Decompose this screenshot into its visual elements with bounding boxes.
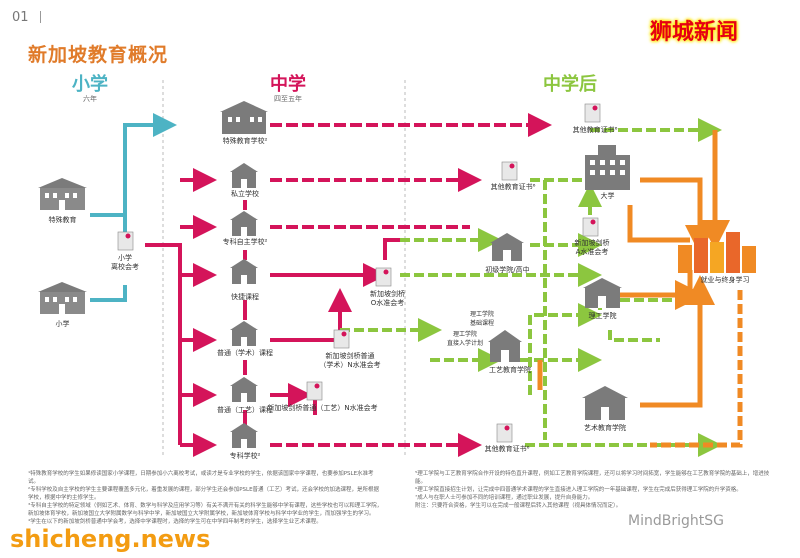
wechat-watermark: MindBrightSG bbox=[628, 513, 724, 529]
brand-logo: 狮城新闻 bbox=[650, 20, 739, 45]
label-poly-direct: 理工学院 直接入学计划 bbox=[446, 331, 483, 347]
footnote: ⁶理工学院直接招生计划，让完成中四普通学术课程的学生直接进入理工学院的一年基础课… bbox=[415, 487, 742, 493]
certificate-icons bbox=[117, 103, 601, 443]
label-special-school: 特殊教育学校² bbox=[222, 137, 268, 145]
arts-institution-building-icon bbox=[582, 386, 628, 420]
normal-academic-building-icon bbox=[230, 321, 258, 346]
label-polytechnic: 理工学院 bbox=[588, 312, 617, 320]
label-n-t-level: 新加坡剑桥普通（工艺）N水准会考 bbox=[267, 404, 378, 412]
label-psle: 小学 离校会考 bbox=[111, 254, 139, 271]
o-level-certificate-icon bbox=[375, 267, 392, 287]
private-school-building-icon bbox=[230, 163, 258, 188]
label-employment: 就业与终身学习 bbox=[700, 276, 750, 284]
label-other-cert-bottom: 其他教育证书⁶ bbox=[484, 445, 530, 453]
section-secondary: 中学 bbox=[270, 74, 306, 95]
label-express: 快捷课程 bbox=[231, 293, 259, 301]
junior-college-building-icon bbox=[490, 233, 524, 261]
label-normal-technical: 普通（工艺）课程 bbox=[217, 406, 273, 414]
secondary-flow-arrows bbox=[145, 113, 552, 457]
special-school-building-icon bbox=[220, 101, 268, 134]
footnotes-right: ⁵理工学院与工艺教育学院合作开设的特色直升课程，例如工艺教育学院课程，还可以将学… bbox=[415, 470, 775, 510]
label-normal-academic: 普通（学术）课程 bbox=[217, 349, 273, 357]
psle-certificate-icon bbox=[117, 231, 134, 251]
section-primary: 小学 bbox=[72, 74, 108, 95]
ite-building-icon bbox=[488, 330, 522, 362]
specialised-independent-building-icon bbox=[230, 211, 258, 236]
label-a-level: 新加坡剑桥 A水准会考 bbox=[574, 239, 610, 256]
footnote: ¹特殊教育学校的学生如果修读国家小学课程，日期参加小六离校考试，或读才是专业学校… bbox=[28, 471, 374, 485]
building-icons bbox=[38, 101, 630, 448]
label-other-cert-mid: 其他教育证书⁶ bbox=[490, 183, 536, 191]
normal-technical-building-icon bbox=[230, 377, 258, 402]
primary-flow-arrows bbox=[90, 113, 177, 302]
footnote: ⁷成人与在职人士可参加不同的培训课程，通过职业发展，提升自身能力。 bbox=[415, 495, 594, 501]
label-private-school: 私立学校 bbox=[231, 190, 259, 198]
university-building-icon bbox=[585, 145, 630, 190]
label-other-cert-top: 其他教育证书⁶ bbox=[572, 126, 618, 134]
footnote: ²专科学校及自主学校的学生主要课程覆盖多元化，着重发展的课程，部分学生还会参加P… bbox=[28, 487, 380, 501]
footnote: ³专科自主学校的特定领域（例如艺术、体育、数学与科学及应用学习等）有关不满开有关… bbox=[28, 503, 383, 517]
page-number: 01 bbox=[12, 10, 29, 25]
nt-level-certificate-icon bbox=[306, 381, 323, 401]
special-ed-building-icon bbox=[38, 178, 87, 210]
specialised-school-building-icon bbox=[230, 423, 258, 448]
section-secondary-duration: 四至五年 bbox=[274, 95, 302, 103]
express-building-icon bbox=[230, 259, 258, 284]
footnotes-left: ¹特殊教育学校的学生如果修读国家小学课程，日期参加小六离校考试，或读才是专业学校… bbox=[28, 470, 383, 526]
label-primary-school: 小学 bbox=[55, 320, 70, 328]
label-o-level: 新加坡剑桥 O水准会考 bbox=[370, 290, 405, 307]
page-divider bbox=[40, 11, 41, 23]
label-specialised-school: 专科学校² bbox=[229, 452, 261, 460]
label-ite: 工艺教育学院 bbox=[489, 366, 531, 374]
section-primary-duration: 六年 bbox=[83, 95, 97, 103]
label-poly-foundation: 理工学院 基础课程 bbox=[469, 311, 494, 327]
employment-city-icon bbox=[678, 232, 756, 273]
other-cert-bottom-icon bbox=[496, 423, 513, 443]
label-junior-college: 初级学院/高中 bbox=[485, 266, 530, 274]
label-special-education: 特殊教育 bbox=[48, 216, 77, 224]
page-title: 新加坡教育概况 bbox=[28, 44, 169, 66]
section-post-secondary: 中学后 bbox=[543, 74, 597, 95]
label-n-a-level: 新加坡剑桥普通 （学术）N水准会考 bbox=[319, 352, 381, 369]
other-cert-top-icon bbox=[584, 103, 601, 123]
site-watermark: shicheng.news bbox=[10, 525, 211, 553]
post-secondary-flow-arrows bbox=[340, 118, 722, 457]
polytechnic-building-icon bbox=[583, 278, 622, 308]
employment-flow-arrows bbox=[537, 130, 743, 448]
other-cert-mid-icon bbox=[501, 161, 518, 181]
footnote: 附注：只要符合资格，学生可以在完成一般课程后转入其他课程（视具体情况而定）。 bbox=[415, 503, 622, 509]
label-arts-institution: 艺术教育学院 bbox=[584, 424, 626, 432]
a-level-certificate-icon bbox=[582, 217, 599, 237]
label-specialised-independent: 专科自主学校² bbox=[222, 238, 268, 246]
label-university: 大学 bbox=[600, 192, 615, 200]
primary-school-building-icon bbox=[38, 282, 87, 314]
footnote: ⁴学生在以下的新加坡剑桥普通中学会考，选择中学课程时，选择的学生可在中学四年制考… bbox=[28, 519, 322, 525]
na-level-certificate-icon bbox=[333, 329, 350, 349]
footnote: ⁵理工学院与工艺教育学院合作开设的特色直升课程，例如工艺教育学院课程，还可以将学… bbox=[415, 471, 770, 485]
